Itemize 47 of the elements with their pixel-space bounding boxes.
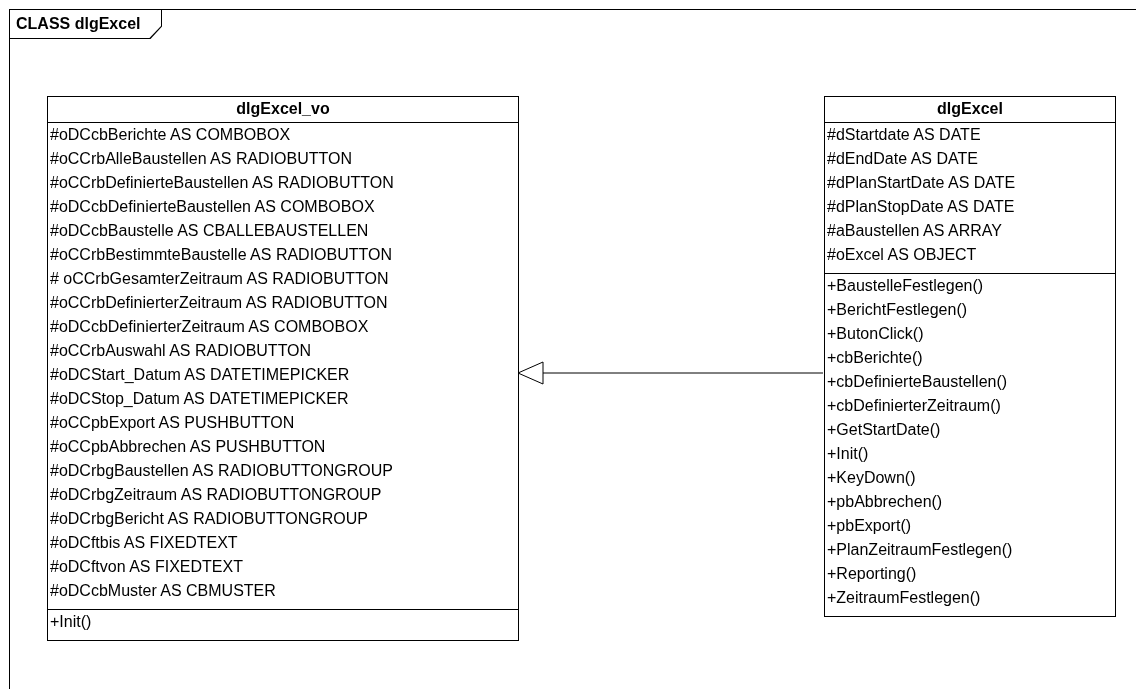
attribute-text: #oDCrbgBericht AS RADIOBUTTONGROUP: [50, 509, 369, 529]
attribute-text: #oDCrbgBaustellen AS RADIOBUTTONGROUP: [50, 461, 394, 481]
generalization-arrow: [517, 361, 824, 385]
attribute-text: #dStartdate AS DATE: [827, 125, 982, 145]
attribute-text: #dEndDate AS DATE: [827, 149, 979, 169]
operation-text: +ButonClick(): [827, 324, 925, 344]
attribute-text: #aBaustellen AS ARRAY: [827, 221, 1003, 241]
operation-text: +pbAbbrechen(): [827, 492, 944, 512]
operation-text: +Init(): [827, 444, 870, 464]
frame-title-tab: CLASS dlgExcel: [10, 10, 163, 39]
attribute-text: #oDCrbgZeitraum AS RADIOBUTTONGROUP: [50, 485, 383, 505]
operation-text: +BaustelleFestlegen(): [827, 276, 985, 296]
attribute-text: #oDCcbDefinierteBaustellen AS COMBOBOX: [50, 197, 376, 217]
operation-text: +BerichtFestlegen(): [827, 300, 969, 320]
operation-text: +cbBerichte(): [827, 348, 924, 368]
operation-text: +Init(): [50, 612, 93, 632]
attribute-text: #oDCftbis AS FIXEDTEXT: [50, 533, 239, 553]
class-name: dlgExcel: [825, 97, 1115, 123]
attribute-text: #oCCrbBestimmteBaustelle AS RADIOBUTTON: [50, 245, 394, 265]
class-box: [824, 96, 1116, 617]
attribute-text: #oCCrbAlleBaustellen AS RADIOBUTTON: [50, 149, 354, 169]
operation-text: +cbDefinierterZeitraum(): [827, 396, 1002, 416]
attribute-text: #oDCStart_Datum AS DATETIMEPICKER: [50, 365, 351, 385]
operation-text: +GetStartDate(): [827, 420, 942, 440]
attribute-text: #oCCrbDefinierterZeitraum AS RADIOBUTTON: [50, 293, 389, 313]
class-name: dlgExcel_vo: [48, 97, 518, 123]
attribute-text: #oExcel AS OBJECT: [827, 245, 978, 265]
attribute-text: #oDCcbMuster AS CBMUSTER: [50, 581, 277, 601]
attribute-text: #oDCftvon AS FIXEDTEXT: [50, 557, 244, 577]
attribute-text: #oDCcbDefinierterZeitraum AS COMBOBOX: [50, 317, 370, 337]
attribute-text: #oDCcbBaustelle AS CBALLEBAUSTELLEN: [50, 221, 370, 241]
operation-text: +Reporting(): [827, 564, 918, 584]
package-frame: [9, 9, 1136, 689]
attribute-text: #oCCrbAuswahl AS RADIOBUTTON: [50, 341, 313, 361]
attribute-text: #oDCcbBerichte AS COMBOBOX: [50, 125, 292, 145]
operation-text: +PlanZeitraumFestlegen(): [827, 540, 1014, 560]
attribute-text: #dPlanStopDate AS DATE: [827, 197, 1016, 217]
attribute-text: # oCCrbGesamterZeitraum AS RADIOBUTTON: [50, 269, 390, 289]
attribute-text: #oCCpbAbbrechen AS PUSHBUTTON: [50, 437, 327, 457]
operation-text: +KeyDown(): [827, 468, 917, 488]
operation-text: +pbExport(): [827, 516, 913, 536]
attribute-text: #oCCrbDefinierteBaustellen AS RADIOBUTTON: [50, 173, 395, 193]
operation-text: +cbDefinierteBaustellen(): [827, 372, 1009, 392]
attribute-text: #dPlanStartDate AS DATE: [827, 173, 1017, 193]
attribute-text: #oDCStop_Datum AS DATETIMEPICKER: [50, 389, 350, 409]
attribute-text: #oCCpbExport AS PUSHBUTTON: [50, 413, 296, 433]
operation-text: +ZeitraumFestlegen(): [827, 588, 982, 608]
